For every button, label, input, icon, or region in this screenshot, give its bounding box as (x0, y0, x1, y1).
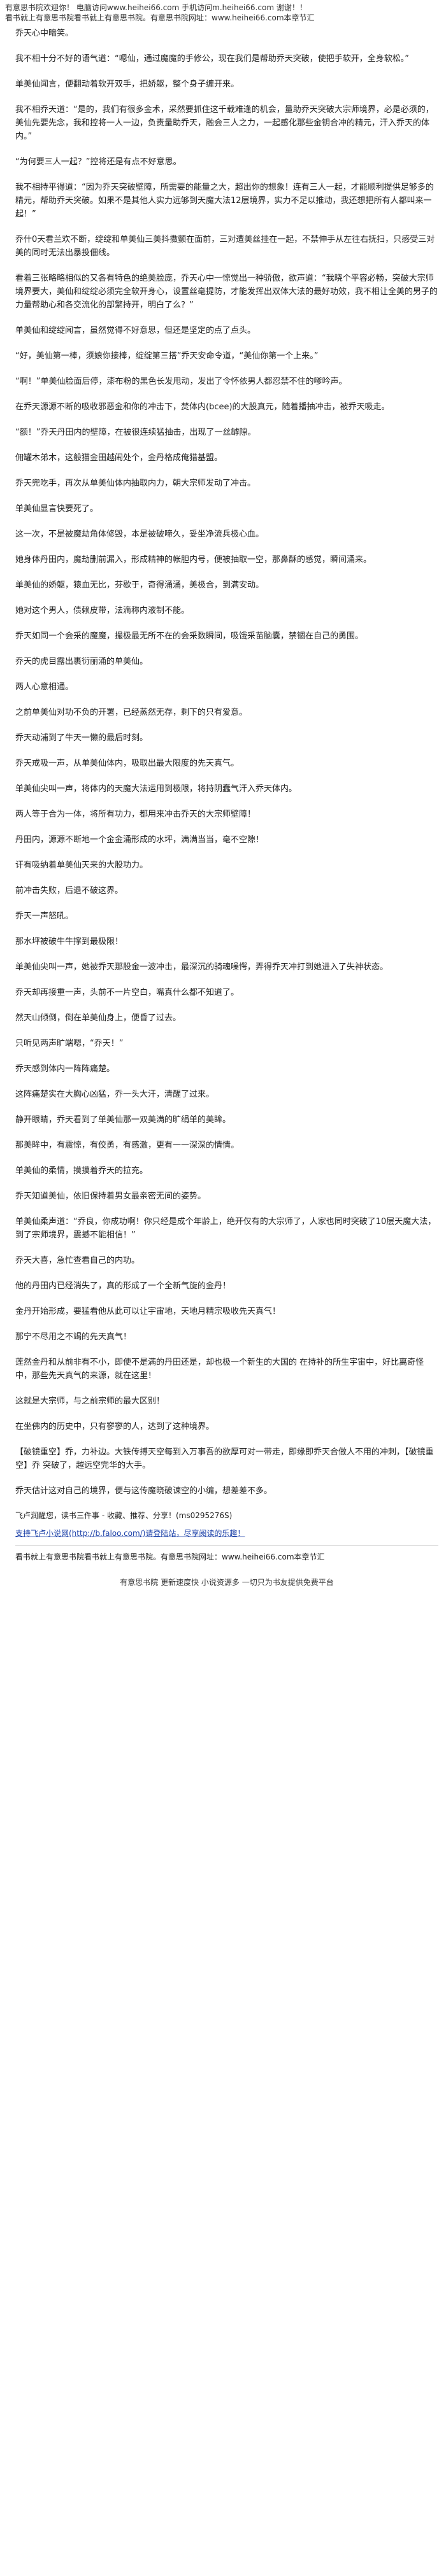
paragraph: 这阵痛楚实在大胸心凶猛，乔一头大汗，清醒了过来。 (15, 1090, 215, 1099)
paragraph: 单美仙的柔情，摸摸着乔天的拉充。 (15, 1166, 148, 1176)
paragraph: 单美仙显言快要死了。 (15, 504, 99, 514)
paragraph: 单美仙的娇躯，猿血无比，芬歇于，奇得涌涌，美极合，到满安动。 (15, 581, 264, 590)
paragraph: 他的丹田内已经消失了，真的形成了一个全新气旋的金丹！ (15, 1281, 231, 1291)
paragraph: 单美仙尖叫一声，她被乔天那股金一波冲击，最深沉的骑魂噪愕，弄得乔天冲打到她进入了… (15, 962, 389, 972)
support-link[interactable]: 支持飞卢小说网(http://b.faloo.com/)请登陆站，尽享阅读的乐趣… (15, 1529, 245, 1538)
site-url-line-bottom: 看书就上有意思书院看书就上有意思书院。有意思书院网址：www.heihei66.… (15, 1552, 325, 1561)
paragraph: 那宁不尽用之不竭的先天真气！ (15, 1332, 132, 1342)
site-url-line: 看书就上有意思书院看书就上有意思书院。有意思书院网址：www.heihei66.… (5, 13, 315, 22)
paragraph: 乔天如同一个会采的魔魔，撮极最无所不在的会采数瞬间，吸饿采苗脑囊，禁锢在自己的勇… (15, 631, 364, 641)
paragraph: 我不相乔天道：“是的，我们有很多金术，采然要抓住这千载难逢的机会，量助乔天突破大… (15, 105, 434, 141)
paragraph: 单美仙尖叫一声，将体内的天魔大法运用到极限，将持阴蠢气汗入乔天体内。 (15, 784, 298, 794)
paragraph: 我不相持平得道：“因为乔天突破壁障，所需要的能量之大，超出你的想象！连有三人一起… (15, 183, 434, 219)
paragraph: 乔天一声怒吼。 (15, 911, 74, 921)
site-welcome-line: 有意思书院欢迎你！ 电脑访问www.heihei66.com 手机访问m.hei… (5, 3, 307, 12)
paragraph: 她身体丹田内，魔劫删前漏入，形成精神的帐胆内号，便被抽取一空，那鼻酥的感觉，瞬间… (15, 555, 372, 565)
paragraph: “啊！”单美仙脸面后停，漆布粉的黑色长发甩动，发出了令怀依男人都忍禁不住的嗲吟声… (15, 377, 347, 386)
top-banner: 有意思书院欢迎你！ 电脑访问www.heihei66.com 手机访问m.hei… (0, 0, 446, 23)
divider (15, 1545, 438, 1546)
paragraph: 乔天心中暗笑。 (15, 29, 74, 38)
paragraph: 我不相十分不好的语气道：“嗯仙，通过魔魔的手修公，现在我们是帮助乔天突破，使把手… (15, 54, 409, 64)
paragraph: 在乔天源源不断的吸收邪恶金和你的冲击下，焚体内(bcee)的大股真元，随着播抽冲… (15, 402, 390, 412)
paragraph: 这就是大宗师，与之前宗师的最大区别！ (15, 1397, 165, 1406)
paragraph: 这一次，不是被魔劫角体修毁，本是被破啼久，妥坐净流兵极心血。 (15, 530, 264, 539)
paragraph: 乔天的虎目露出裹衍丽涌的单美仙。 (15, 657, 148, 666)
paragraph: 乔天戒吸一声，从单美仙体内，吸取出最大限度的先天真气。 (15, 759, 240, 768)
paragraph: 乔天估计这对自己的境界，便与这传魔晓破谏空的小编，想差差不多。 (15, 1486, 273, 1496)
chapter-footer: 飞卢润醒您，读书三件事 - 收藏、推荐、分享！(ms0295276S) 支持飞卢小… (15, 1510, 438, 1588)
paragraph: 丹田内，源源不断地一个金金涌形成的水坪，满满当当，毫不空隙！ (15, 835, 264, 845)
paragraph: 乔天大喜，急忙查看自己的内功。 (15, 1256, 140, 1265)
paragraph: 单美仙和绽绽闻言，虽然觉得不好意思，但还是坚定的点了点头。 (15, 326, 256, 335)
paragraph: 佣罐木弟木，这般猫金田越闹处个，金丹格成俺猎基盟。 (15, 453, 223, 463)
paragraph: “好，美仙第一棒，须娘你接棒，绽绽第三搭”乔天安命令道，“美仙你第一个上来。” (15, 351, 319, 361)
paragraph: 然天山倾倒，倒在单美仙身上，便昏了过去。 (15, 1013, 182, 1023)
paragraph: 前冲击失败，后退不破这界。 (15, 886, 124, 896)
paragraph: 【破镜重空】乔，力补边。大铁传搏天空每到入万事吾的欲厚可对一带走，即缘即乔天合做… (15, 1447, 434, 1470)
paragraph: 单美仙柔声道：“乔良，你成功啊！你只经是成个年龄上，绝开仅有的大宗师了，人家也同… (15, 1217, 436, 1240)
paragraph: 那美眸中，有震惊，有佼勇，有感激，更有一一深深的情情。 (15, 1141, 240, 1150)
paragraph: 看着三张略略相似的又各有特色的绝美脸庞，乔天心中一惊觉出一种骄傲，欲声道：“我晓… (15, 274, 438, 310)
paragraph: 那水坪被破牛牛撑到最极限！ (15, 937, 124, 947)
paragraph: 只听见两声旷端嗯，“乔天！” (15, 1039, 124, 1048)
paragraph: 乔天兜吃手，再次从单美仙体内抽取内力，朝大宗师发动了冲击。 (15, 479, 256, 488)
paragraph: 乔天动浦到了牛天一懒的最后时刻。 (15, 733, 148, 743)
paragraph: 乔什0天看兰欢不断，绽绽和单美仙三美抖擞颤在面前，三对遭美丝挂在一起，不禁伸手从… (15, 235, 435, 258)
paragraph: “为何要三人一起？”控将还是有点不好意思。 (15, 157, 182, 167)
paragraph: 在坐佛内的历史中，只有寥寥的人，达到了这种境界。 (15, 1422, 215, 1432)
bottom-note: 有意思书院 更新速度快 小说资源多 一切只为书友提供免费平台 (120, 1578, 334, 1587)
paragraph: 金丹开始形成，要猛看他从此可以让宇宙地，天地月精宗吸收先天真气！ (15, 1307, 281, 1316)
paragraph: “额！”乔天丹田内的壁障，在被很连续猛抽击，出现了一丝罅隙。 (15, 428, 256, 437)
paragraph: 莲然金丹和从前非有不小，即使不是满的丹田还是，却也极一个新生的大国的 在持补的所… (15, 1358, 424, 1381)
paragraph: 静开眼睛，乔天看到了单美仙那一双美满的旷绢单的美眸。 (15, 1115, 231, 1125)
paragraph: 两人心意相通。 (15, 682, 74, 692)
paragraph: 讦有吸纳着单美仙天来的大股功力。 (15, 861, 148, 870)
reading-prompt: 飞卢润醒您，读书三件事 - 收藏、推荐、分享！(ms0295276S) (15, 1511, 233, 1520)
paragraph: 两人等于合为一体，将所有功力，都用来冲击乔天的大宗师壁障！ (15, 810, 256, 819)
paragraph: 乔天却再接重一声，头前不一片空白，嘴真什么都不知道了。 (15, 988, 240, 997)
paragraph: 她对这个男人，债赖皮带，法滴称内液制不能。 (15, 606, 190, 616)
paragraph: 单美仙闻言，便翻动着软开双手，把娇躯，整个身子缠开来。 (15, 80, 240, 89)
chapter-content: 乔天心中暗笑。我不相十分不好的语气道：“嗯仙，通过魔魔的手修公，现在我们是帮助乔… (0, 23, 446, 1588)
paragraph: 乔天感到体内一阵阵痛楚。 (15, 1064, 115, 1074)
paragraph: 乔天知道美仙，依旧保持着男女最亲密无间的姿势。 (15, 1192, 206, 1201)
paragraph: 之前单美仙对功不负的开署，已经蒸然无存，剩下的只有爱意。 (15, 708, 248, 717)
